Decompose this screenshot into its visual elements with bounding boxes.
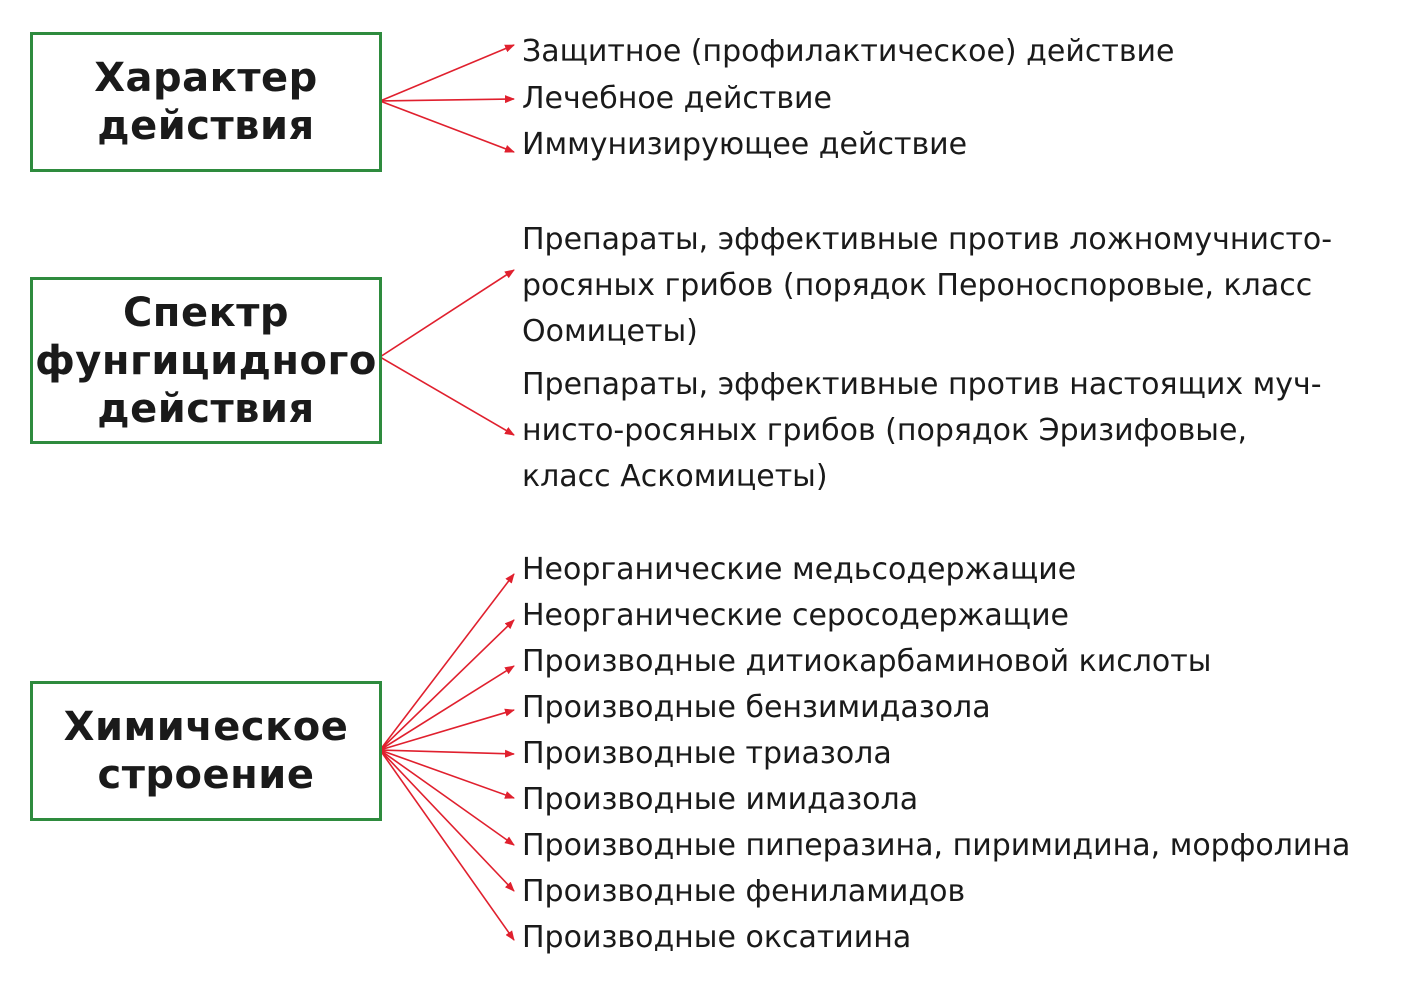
paragraph-line: росяных грибов (порядок Пероноспоровые, …	[522, 268, 1313, 303]
list-item: Производные имидазола	[522, 782, 919, 817]
arrow-connector	[379, 269, 515, 358]
paragraph-line: класс Аскомицеты)	[522, 459, 828, 494]
box-title-line: Спектр	[122, 289, 290, 336]
category-box-action-type: Характер действия	[30, 32, 382, 172]
paragraph-line: Препараты, эффективные против настоящих …	[522, 367, 1322, 402]
arrow-connector	[379, 665, 515, 751]
category-box-fungicide-spectrum: Спектр фунгицидного действия	[30, 277, 382, 444]
paragraph-line: Препараты, эффективные против ложномучни…	[522, 222, 1333, 257]
list-item: Защитное (профилактическое) действие	[522, 34, 1175, 69]
arrow-connector	[379, 356, 515, 436]
box-title-line: Характер	[94, 55, 318, 101]
list-item: Лечебное действие	[522, 81, 832, 116]
box-title-line: действия	[97, 103, 315, 149]
list-paragraph: Препараты, эффективные против настоящих …	[522, 362, 1322, 500]
list-item: Производные триазола	[522, 736, 892, 771]
box-title-line: строение	[97, 752, 315, 798]
category-box-chemical-structure: Химическое строение	[30, 681, 382, 821]
list-item: Неорганические медьсодержащие	[522, 552, 1077, 587]
list-item: Производные бензимидазола	[522, 690, 991, 725]
list-item: Производные пиперазина, пиримидина, морф…	[522, 828, 1351, 863]
arrow-connector	[379, 749, 515, 941]
list-item: Иммунизирующее действие	[522, 127, 968, 162]
arrow-connector	[379, 749, 515, 892]
arrow-connector	[379, 44, 515, 102]
arrow-connector	[379, 749, 515, 799]
list-paragraph: Препараты, эффективные против ложномучни…	[522, 217, 1332, 355]
arrow-connector	[379, 95, 515, 104]
paragraph-line: нисто-росяных грибов (порядок Эризифовые…	[522, 413, 1247, 448]
arrow-connector	[379, 100, 515, 153]
list-item: Производные фениламидов	[522, 874, 966, 909]
arrow-connector	[379, 749, 515, 758]
arrow-connector	[379, 749, 515, 846]
arrow-connector	[379, 708, 515, 751]
paragraph-line: Оомицеты)	[522, 314, 698, 349]
arrow-connector	[379, 619, 515, 751]
box-title-line: действия	[97, 385, 315, 432]
list-item: Производные дитиокарбаминовой кислоты	[522, 644, 1212, 679]
arrow-connector	[379, 573, 515, 751]
list-item: Производные оксатиина	[522, 920, 912, 955]
box-title-line: фунгицидного	[35, 337, 377, 384]
list-item: Неорганические серосодержащие	[522, 598, 1070, 633]
box-title-line: Химическое	[63, 704, 349, 750]
